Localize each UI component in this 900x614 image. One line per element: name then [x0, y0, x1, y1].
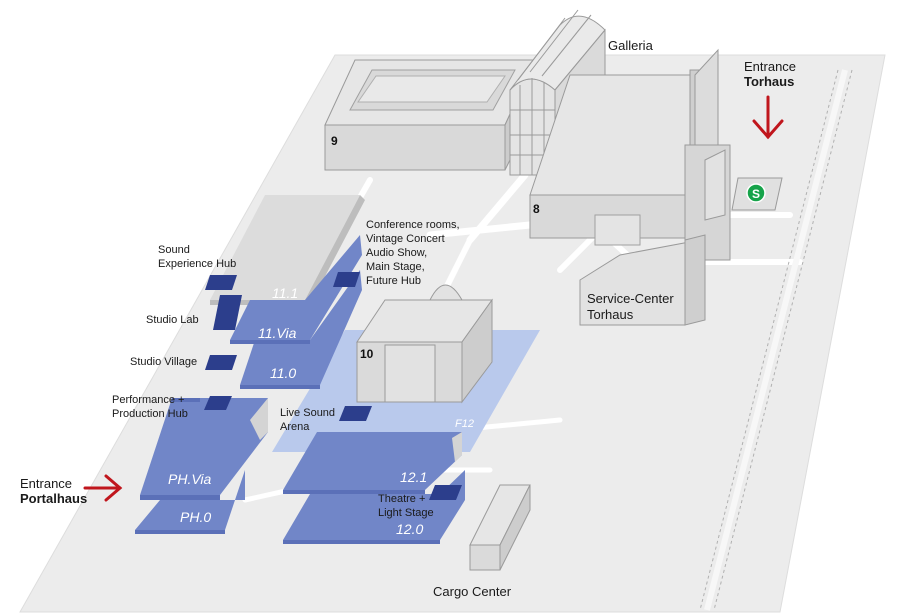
- hall-10-building: [356, 284, 493, 404]
- railway-bed: [704, 69, 848, 611]
- hall-ph-via-label: PH.Via: [168, 471, 212, 487]
- service-center-label-line2: Torhaus: [587, 307, 634, 322]
- area-theatre-label-line2: Light Stage: [378, 507, 434, 519]
- hall-12-1-label: 12.1: [400, 469, 427, 485]
- hall-8-label: 8: [533, 202, 540, 216]
- galleria-label: Galleria: [608, 38, 654, 53]
- cargo-center-building: [469, 484, 531, 571]
- sbahn-badge-text: S: [752, 187, 760, 201]
- portalhaus-stack: [135, 398, 268, 534]
- hall-9-label: 9: [331, 134, 338, 148]
- hall-11-via-label: 11.Via: [258, 325, 297, 341]
- cargo-center-label: Cargo Center: [433, 584, 512, 599]
- torhaus-tower: [684, 48, 731, 261]
- entrance-portalhaus-label-line1: Entrance: [20, 476, 72, 491]
- area-conference-label-line3: Audio Show,: [366, 247, 427, 259]
- hall-9-building: [324, 59, 536, 171]
- area-studio-lab-label: Studio Lab: [146, 314, 199, 326]
- entrance-torhaus-label-line2: Torhaus: [744, 74, 794, 89]
- area-conference-label-line1: Conference rooms,: [366, 219, 460, 231]
- area-studio-village: [205, 355, 237, 370]
- area-theatre-label-line1: Theatre +: [378, 493, 425, 505]
- hall-10-label: 10: [360, 347, 374, 361]
- area-studio-village-label: Studio Village: [130, 356, 197, 368]
- hall-12-stack: [283, 432, 465, 544]
- entrance-portalhaus-label-line2: Portalhaus: [20, 491, 87, 506]
- hall-f12-label: F12: [455, 418, 474, 430]
- area-performance-production-hub: [204, 396, 232, 410]
- service-center-building: [579, 234, 706, 326]
- hall-11-1-label: 11.1: [272, 285, 298, 301]
- area-conference-label-line5: Future Hub: [366, 275, 421, 287]
- area-sound-experience-label-line2: Experience Hub: [158, 258, 236, 270]
- hall-11-0-label: 11.0: [270, 365, 296, 381]
- area-conference-label-line2: Vintage Concert: [366, 233, 445, 245]
- area-live-sound-label-line2: Arena: [280, 421, 310, 433]
- entrance-torhaus-label-line1: Entrance: [744, 59, 796, 74]
- hall-ph-0-label: PH.0: [180, 509, 211, 525]
- entrance-portalhaus-arrow-icon: [83, 474, 123, 502]
- entrance-torhaus-arrow-icon: [752, 95, 784, 140]
- area-live-sound-arena: [339, 406, 372, 421]
- area-studio-lab: [213, 295, 242, 330]
- sbahn-icon: [746, 183, 766, 203]
- area-live-sound-label-line1: Live Sound: [280, 407, 335, 419]
- area-performance-label-line1: Performance +: [112, 394, 184, 406]
- area-sound-experience-hub: [205, 275, 237, 290]
- area-sound-experience-label-line1: Sound: [158, 244, 190, 256]
- railway-tracks: [699, 69, 853, 611]
- service-center-label-line1: Service-Center: [587, 291, 674, 306]
- area-performance-label-line2: Production Hub: [112, 408, 188, 420]
- area-conference-future-hub: [333, 272, 360, 287]
- hall-12-0-label: 12.0: [396, 521, 423, 537]
- area-theatre-light-stage: [429, 485, 462, 500]
- area-conference-label-line4: Main Stage,: [366, 261, 425, 273]
